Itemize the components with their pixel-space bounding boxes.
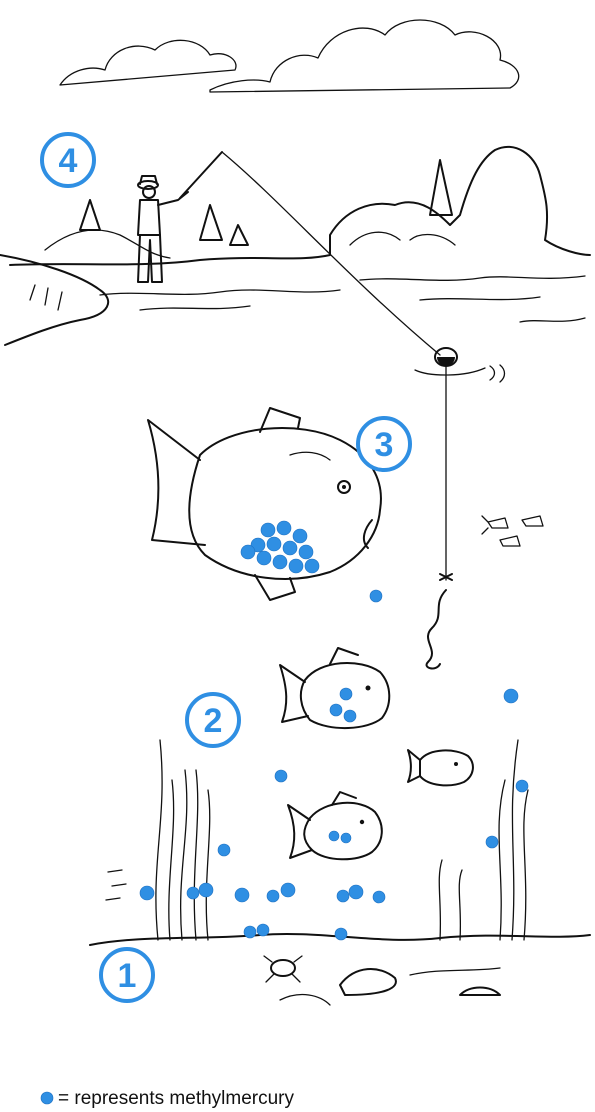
dots-near-bottom [140, 883, 385, 940]
lake-bottom [90, 934, 590, 1005]
dots-in-large-fish [241, 521, 319, 573]
fishing-line [180, 152, 446, 580]
legend: = represents methylmercury [41, 1088, 294, 1109]
crab [264, 956, 302, 982]
water-surface [100, 276, 585, 322]
stage-badge-4-label: 4 [59, 142, 78, 180]
dots-in-upper-medium-fish [330, 688, 356, 722]
medium-fish-lower [288, 792, 382, 859]
bobber [415, 348, 505, 382]
dots-in-lower-medium-fish [329, 831, 351, 843]
near-bank [0, 255, 108, 345]
stage-badge-3-label: 3 [375, 426, 394, 464]
methylmercury-dot-icon [41, 1092, 53, 1104]
shoreline [10, 147, 590, 265]
hook-and-worm [427, 574, 452, 668]
large-fish [148, 408, 381, 600]
legend-text: = represents methylmercury [58, 1088, 294, 1109]
fisherman [138, 176, 188, 282]
stage-badge-1: 1 [101, 949, 153, 1001]
stage-badge-2-label: 2 [204, 702, 223, 740]
stage-badge-4: 4 [42, 134, 94, 186]
small-fish-right [408, 750, 473, 785]
clouds [60, 20, 519, 92]
stage-badge-1-label: 1 [118, 957, 137, 995]
stage-badge-2: 2 [187, 694, 239, 746]
stage-badge-3: 3 [358, 418, 410, 470]
